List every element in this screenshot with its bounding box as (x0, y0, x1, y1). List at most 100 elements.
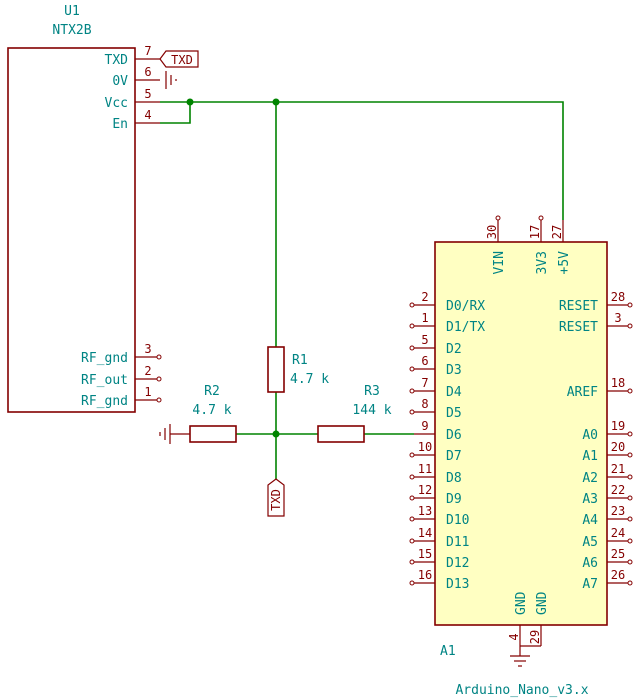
txd-label-bottom-shape (267, 478, 285, 517)
a1-arduino-nano[interactable]: 30 17 27 VIN 3V3 +5V (409, 215, 633, 698)
a1-pin-name-gnd-29: GND (535, 591, 550, 615)
a1-value: Arduino_Nano_v3.x (455, 683, 588, 698)
a1-pin-num-18: 18 (611, 376, 625, 390)
u1-pin-name-en: En (112, 117, 128, 132)
a1-pin-name-d10: D10 (446, 513, 469, 528)
r2-value: 4.7 k (192, 403, 231, 418)
r1-body (267, 346, 285, 393)
resistor-r2[interactable]: R2 4.7 k (170, 384, 237, 443)
a1-pin-num-7: 7 (421, 376, 428, 390)
a1-pin-name-reset-3: RESET (559, 320, 598, 335)
wire-en (160, 102, 191, 124)
a1-pin-30-unconnected-icon (495, 215, 501, 221)
a1-pin-num-8: 8 (421, 397, 428, 411)
a1-pin-num-4: 4 (507, 633, 521, 640)
a1-pin-num-28: 28 (611, 290, 625, 304)
ground-symbol-u1-icon (165, 71, 177, 89)
a1-pin-name-reset-28: RESET (559, 299, 598, 314)
junction-dot-1 (186, 98, 194, 106)
a1-pin-num-23: 23 (611, 504, 625, 518)
r2-ref: R2 (204, 384, 220, 399)
r1-ref: R1 (292, 353, 308, 368)
a1-pin-num-27: 27 (550, 225, 564, 239)
a1-pin-num-19: 19 (611, 419, 625, 433)
a1-pin-name-d0-rx: D0/RX (446, 299, 485, 314)
r3-value: 144 k (352, 403, 391, 418)
a1-pin-name-d6: D6 (446, 428, 462, 443)
a1-pin-num-30: 30 (485, 225, 499, 239)
a1-pin-name-a6: A6 (582, 556, 598, 571)
a1-pin-name-3v3: 3V3 (535, 251, 550, 274)
r2-body (189, 425, 237, 443)
a1-pin-name-d13: D13 (446, 577, 469, 592)
r3-ref: R3 (364, 384, 380, 399)
a1-pin-name-a7: A7 (582, 577, 598, 592)
a1-pin-name-d12: D12 (446, 556, 469, 571)
txd-label-bottom[interactable]: TXD (267, 478, 285, 517)
junction-dot-3 (272, 430, 280, 438)
txd-label-top-shape (159, 50, 199, 68)
u1-pin-num-1: 1 (144, 385, 151, 399)
u1-ref: U1 (64, 4, 80, 19)
a1-pin-name-aref: AREF (567, 385, 598, 400)
a1-pin-name-d3: D3 (446, 363, 462, 378)
a1-pin-name-d7: D7 (446, 449, 462, 464)
a1-pin-num-13: 13 (418, 504, 432, 518)
a1-pin-num-25: 25 (611, 547, 625, 561)
r3-body (317, 425, 365, 443)
txd-label-top[interactable]: TXD (159, 50, 199, 68)
u1-pin-3-unconnected-icon (156, 354, 162, 360)
a1-pin-num-26: 26 (611, 568, 625, 582)
a1-right-pins (607, 302, 633, 586)
a1-pin-name-5v: +5V (557, 251, 572, 275)
a1-pin-num-15: 15 (418, 547, 432, 561)
a1-pin-num-12: 12 (418, 483, 432, 497)
a1-pin-name-d9: D9 (446, 492, 462, 507)
u1-pin-name-rf-gnd-3: RF_gnd (81, 351, 128, 366)
a1-pin-num-17: 17 (528, 225, 542, 239)
u1-pin-2-unconnected-icon (156, 376, 162, 382)
a1-pin-num-11: 11 (418, 462, 432, 476)
u1-pin-name-rf-out: RF_out (81, 373, 128, 388)
a1-pin-name-d4: D4 (446, 385, 462, 400)
ground-symbol-a1-icon (510, 646, 530, 667)
u1-ntx2b[interactable]: U1 NTX2B TXD 0V Vcc En RF_gnd RF_out RF_… (7, 4, 162, 413)
u1-pin-num-2: 2 (144, 364, 151, 378)
a1-pin-name-a1: A1 (582, 449, 598, 464)
u1-pin-name-txd: TXD (105, 53, 129, 68)
a1-ref: A1 (440, 644, 456, 659)
a1-pin-name-a4: A4 (582, 513, 598, 528)
u1-value: NTX2B (52, 23, 91, 38)
wires (160, 98, 564, 479)
r1-value: 4.7 k (290, 372, 329, 387)
a1-pin-name-d11: D11 (446, 535, 469, 550)
a1-pin-name-d8: D8 (446, 471, 462, 486)
junction-dot-2 (272, 98, 280, 106)
a1-pin-num-29: 29 (528, 630, 542, 644)
a1-pin-name-gnd-4: GND (514, 591, 529, 615)
a1-pin-num-2: 2 (421, 290, 428, 304)
u1-pin-name-0v: 0V (112, 74, 128, 89)
u1-pin-1-unconnected-icon (156, 397, 162, 403)
a1-left-pins (409, 302, 435, 586)
a1-pin-num-3: 3 (614, 311, 621, 325)
resistor-r3[interactable]: R3 144 k (317, 384, 392, 443)
a1-pin-num-21: 21 (611, 462, 625, 476)
u1-pin-num-3: 3 (144, 342, 151, 356)
a1-pin-name-a3: A3 (582, 492, 598, 507)
a1-pin-17-unconnected-icon (538, 215, 544, 221)
a1-pin-num-14: 14 (418, 526, 432, 540)
u1-pin-name-rf-gnd-1: RF_gnd (81, 394, 128, 409)
a1-pin-name-a5: A5 (582, 535, 598, 550)
txd-label-top-text: TXD (171, 53, 193, 67)
a1-pin-name-a0: A0 (582, 428, 598, 443)
a1-pin-name-d5: D5 (446, 406, 462, 421)
a1-pin-num-22: 22 (611, 483, 625, 497)
a1-pin-name-a2: A2 (582, 471, 598, 486)
a1-pin-num-6: 6 (421, 354, 428, 368)
u1-pin-num-7: 7 (144, 44, 151, 58)
a1-pin-num-1: 1 (421, 311, 428, 325)
ground-symbol-r2-icon (159, 424, 171, 444)
resistor-r1[interactable]: R1 4.7 k (267, 346, 329, 393)
